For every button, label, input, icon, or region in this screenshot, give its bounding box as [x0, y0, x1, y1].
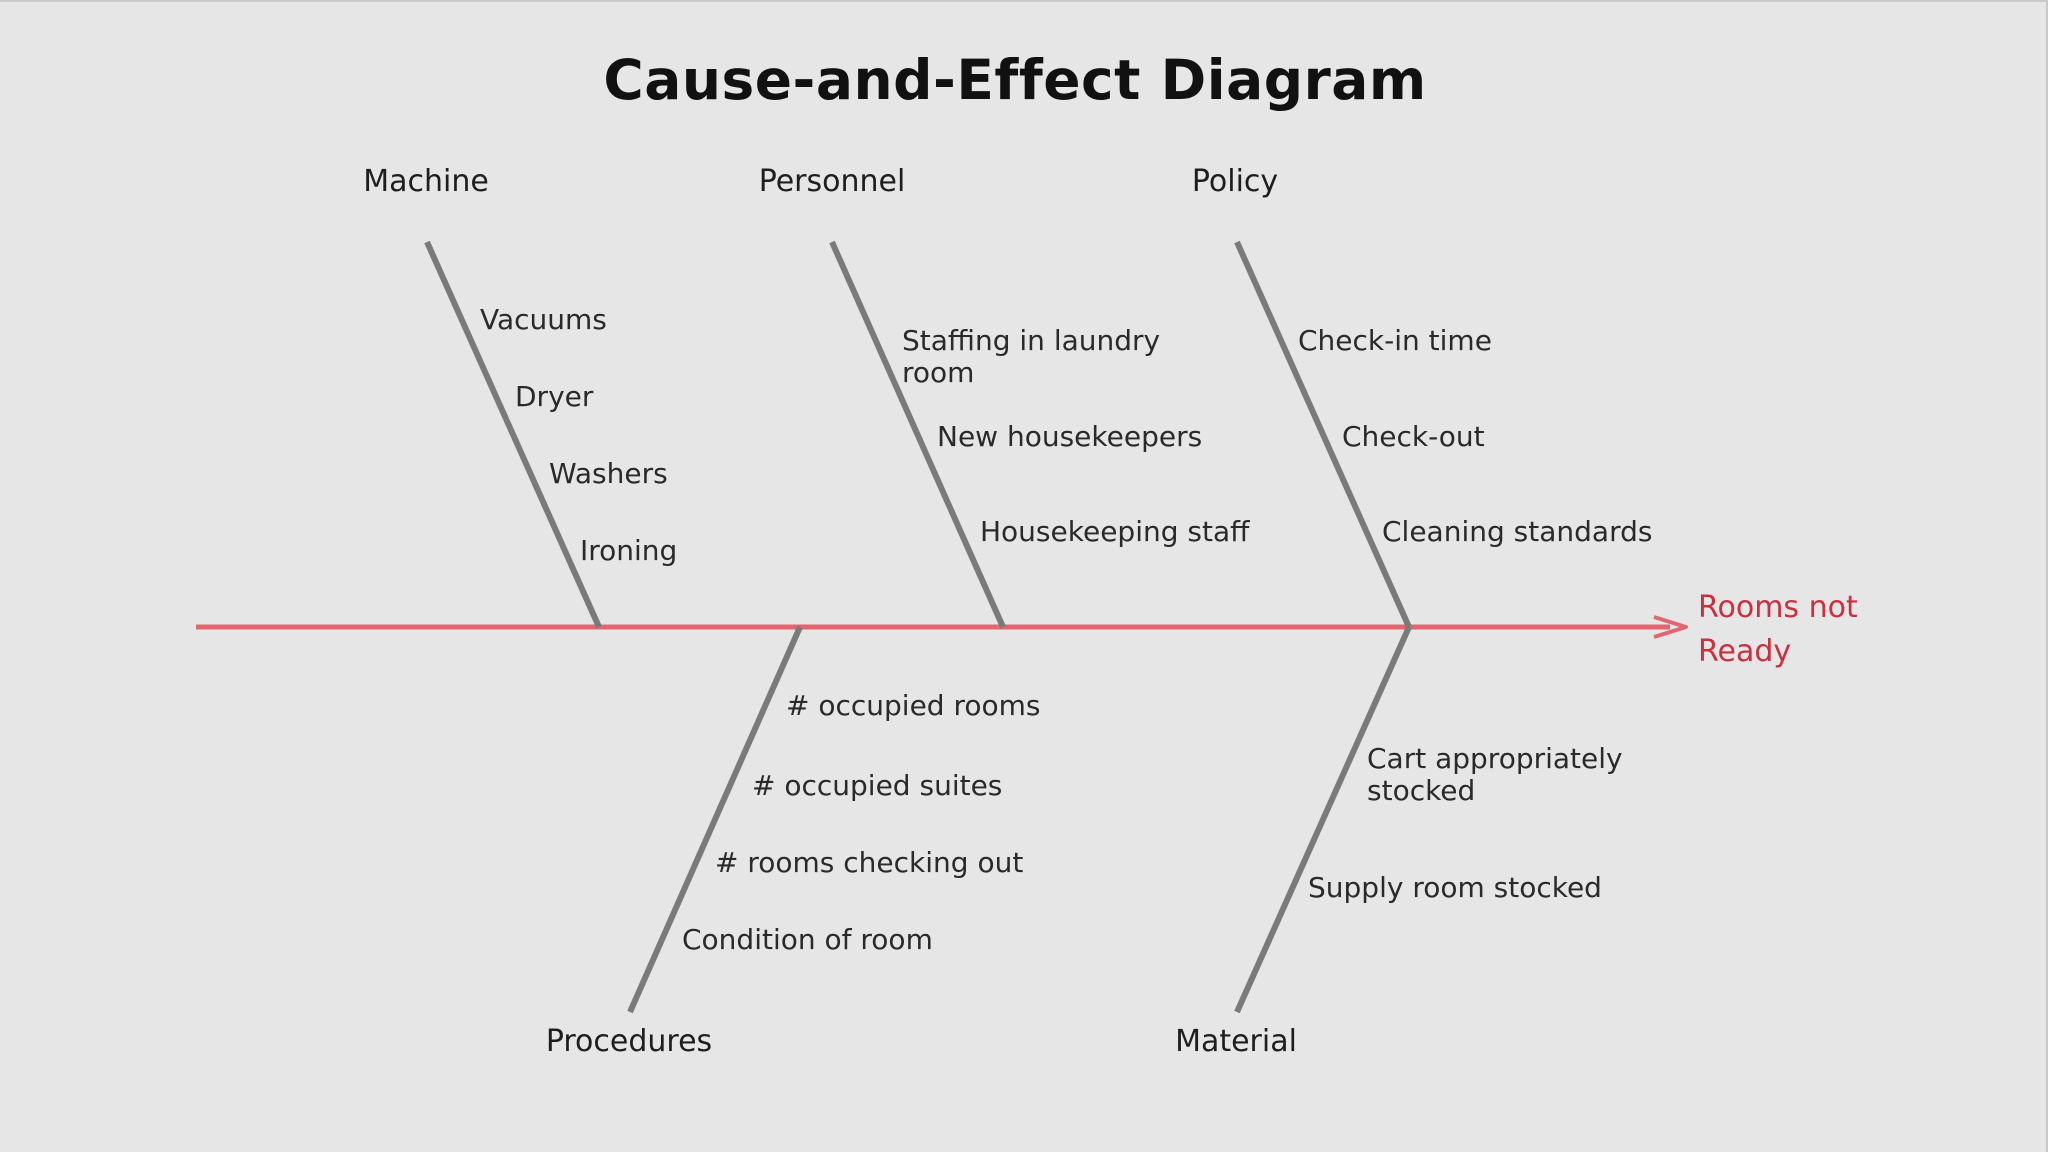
cause-cleaning-standards: Cleaning standards	[1382, 515, 1653, 548]
diagram-title: Cause-and-Effect Diagram	[603, 48, 1427, 112]
cause-staffing-laundry-room: Staffing in laundry room	[902, 324, 1161, 389]
bone-material	[1234, 625, 1412, 1014]
cause-occupied-suites: # occupied suites	[752, 769, 1003, 802]
cause-rooms-checking-out: # rooms checking out	[715, 846, 1024, 879]
category-material: Material	[1175, 1024, 1297, 1059]
cause-check-in-time: Check-in time	[1298, 324, 1492, 357]
effect-label: Rooms not Ready	[1698, 590, 1858, 669]
cause-condition-of-room: Condition of room	[682, 923, 933, 956]
cause-vacuums: Vacuums	[480, 303, 607, 336]
bone-personnel	[829, 240, 1006, 629]
bone-policy	[1234, 240, 1412, 629]
cause-new-housekeepers: New housekeepers	[937, 420, 1203, 453]
category-procedures: Procedures	[545, 1024, 713, 1059]
category-personnel: Personnel	[758, 164, 906, 199]
cause-dryer: Dryer	[515, 380, 594, 413]
cause-check-out: Check-out	[1342, 420, 1485, 453]
spine-arrowhead	[1653, 615, 1688, 639]
cause-washers: Washers	[549, 457, 668, 490]
cause-housekeeping-staff: Housekeeping staff	[980, 515, 1250, 548]
cause-ironing: Ironing	[580, 534, 678, 567]
cause-supply-room-stocked: Supply room stocked	[1308, 871, 1602, 904]
cause-occupied-rooms: # occupied rooms	[786, 689, 1041, 722]
bone-machine	[424, 240, 602, 629]
bone-procedures	[627, 625, 803, 1014]
category-machine: Machine	[363, 164, 489, 199]
category-policy: Policy	[1191, 164, 1279, 199]
cause-cart-appropriately-stocked: Cart appropriately stocked	[1367, 742, 1623, 807]
